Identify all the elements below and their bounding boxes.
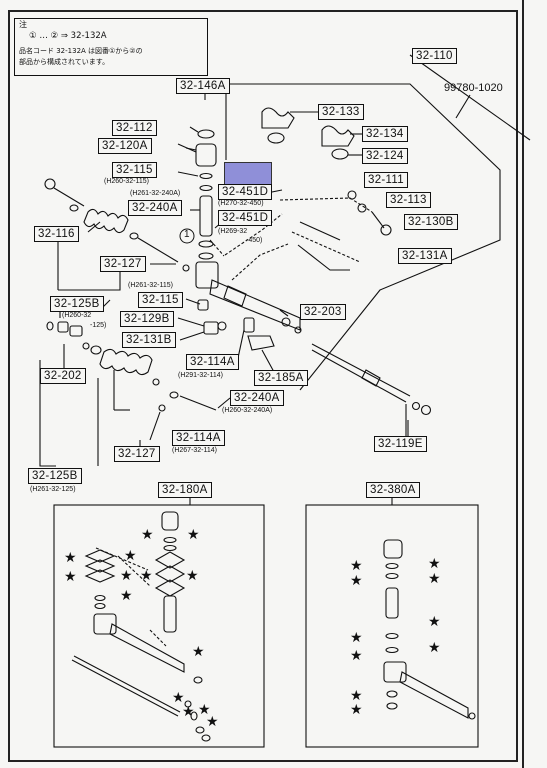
- label-32-131A-right[interactable]: 32-131A: [398, 248, 452, 264]
- legend-note: 注 ① … ② ⇒ 32-132A 品名コード 32-132A は図番①から②の…: [14, 18, 208, 76]
- svg-text:★: ★: [350, 648, 363, 664]
- svg-text:★: ★: [350, 573, 363, 589]
- label-32-240A-low[interactable]: 32-240A: [230, 390, 284, 406]
- label-32-134[interactable]: 32-134: [362, 126, 408, 142]
- label-32-120A[interactable]: 32-120A: [98, 138, 152, 154]
- label-32-127-low[interactable]: 32-127: [114, 446, 160, 462]
- label-32-115-top-sub: (H260-32-115): [104, 178, 150, 185]
- label-32-240A-low-sub: (H260-32-240A): [222, 407, 273, 414]
- label-32-114A-top[interactable]: 32-114A: [186, 354, 239, 370]
- circled-number-icon: [179, 228, 195, 244]
- label-32-115-mid[interactable]: 32-115: [138, 292, 183, 308]
- label-32-202[interactable]: 32-202: [40, 368, 86, 384]
- star-icon: ★ ★ ★ ★ ★ ★ ★ ★ ★ ★ ★ ★ ★ ★ ★ ★ ★ ★ ★ ★ …: [64, 527, 441, 730]
- label-32-451D-1-sub: (H270-32-450): [218, 200, 264, 207]
- svg-text:★: ★: [120, 588, 133, 604]
- assembly-outline: [226, 83, 501, 391]
- label-32-114A-top-sub: (H291-32-114): [178, 372, 224, 379]
- label-32-125B-low-sub: (H261-32-125): [30, 486, 76, 493]
- label-32-131B[interactable]: 32-131B: [122, 332, 176, 348]
- svg-text:★: ★: [172, 690, 185, 706]
- svg-text:★: ★: [428, 640, 441, 656]
- note-line-2: 品名コード 32-132A は図番①から②の: [19, 47, 143, 55]
- label-32-127-top[interactable]: 32-127: [100, 256, 146, 272]
- svg-text:★: ★: [350, 558, 363, 574]
- label-32-451D-2[interactable]: 32-451D: [218, 210, 273, 226]
- label-32-180A[interactable]: 32-180A: [158, 482, 212, 498]
- svg-text:★: ★: [140, 568, 153, 584]
- svg-text:★: ★: [141, 527, 154, 543]
- label-32-380A[interactable]: 32-380A: [366, 482, 420, 498]
- label-32-111[interactable]: 32-111: [364, 172, 408, 188]
- svg-text:★: ★: [350, 702, 363, 718]
- svg-text:★: ★: [186, 568, 199, 584]
- label-32-203[interactable]: 32-203: [300, 304, 346, 320]
- label-32-125B-top[interactable]: 32-125B: [50, 296, 104, 312]
- label-32-146A[interactable]: 32-146A: [176, 78, 230, 94]
- svg-text:★: ★: [350, 630, 363, 646]
- label-32-451D-1[interactable]: 32-451D: [218, 184, 273, 200]
- label-32-130B[interactable]: 32-130B: [404, 214, 458, 230]
- diagram-frame: [8, 10, 518, 762]
- svg-text:★: ★: [350, 688, 363, 704]
- svg-text:★: ★: [192, 644, 205, 660]
- label-32-451D-2-sub1: (H269-32: [218, 228, 248, 235]
- label-32-451D-2-sub2: -450): [246, 237, 263, 244]
- svg-text:★: ★: [206, 714, 219, 730]
- label-32-125B-low[interactable]: 32-125B: [28, 468, 82, 484]
- svg-text:★: ★: [428, 556, 441, 572]
- circled-number-1: 1: [184, 229, 190, 240]
- label-32-119E[interactable]: 32-119E: [374, 436, 427, 452]
- page-edge-line: [522, 0, 524, 768]
- label-32-240A-top[interactable]: 32-240A: [128, 200, 182, 216]
- svg-text:★: ★: [64, 569, 77, 585]
- label-32-133[interactable]: 32-133: [318, 104, 364, 120]
- svg-text:★: ★: [124, 548, 137, 564]
- label-32-240A-top-sub: (H261-32-240A): [130, 190, 181, 197]
- label-32-112[interactable]: 32-112: [112, 120, 157, 136]
- svg-text:★: ★: [428, 571, 441, 587]
- svg-text:★: ★: [182, 704, 195, 720]
- svg-text:★: ★: [64, 550, 77, 566]
- label-32-115-mid-sub: (H261-32-115): [128, 282, 174, 289]
- label-32-129B[interactable]: 32-129B: [120, 311, 174, 327]
- label-32-114A-low-sub: (H267-32-114): [172, 447, 218, 454]
- label-32-115-top[interactable]: 32-115: [112, 162, 157, 178]
- svg-text:★: ★: [198, 702, 211, 718]
- leader-32-110: [409, 54, 531, 141]
- highlighted-part-region[interactable]: [224, 162, 272, 186]
- label-32-124[interactable]: 32-124: [362, 148, 408, 164]
- note-heading: 注: [19, 20, 27, 29]
- svg-text:★: ★: [187, 527, 200, 543]
- label-32-114A-low[interactable]: 32-114A: [172, 430, 225, 446]
- label-32-125B-top-sub1: (H260-32: [62, 312, 92, 319]
- label-32-113[interactable]: 32-113: [386, 192, 431, 208]
- svg-text:★: ★: [120, 568, 133, 584]
- note-line-3: 部品から構成されています。: [19, 58, 110, 66]
- label-32-110[interactable]: 32-110: [412, 48, 457, 64]
- label-32-125B-top-sub2: -125): [90, 322, 107, 329]
- label-99780-1020[interactable]: 99780-1020: [444, 82, 503, 94]
- note-line-1: ① … ② ⇒ 32-132A: [29, 31, 107, 41]
- svg-text:★: ★: [428, 614, 441, 630]
- label-32-116[interactable]: 32-116: [34, 226, 79, 242]
- label-32-185A[interactable]: 32-185A: [254, 370, 308, 386]
